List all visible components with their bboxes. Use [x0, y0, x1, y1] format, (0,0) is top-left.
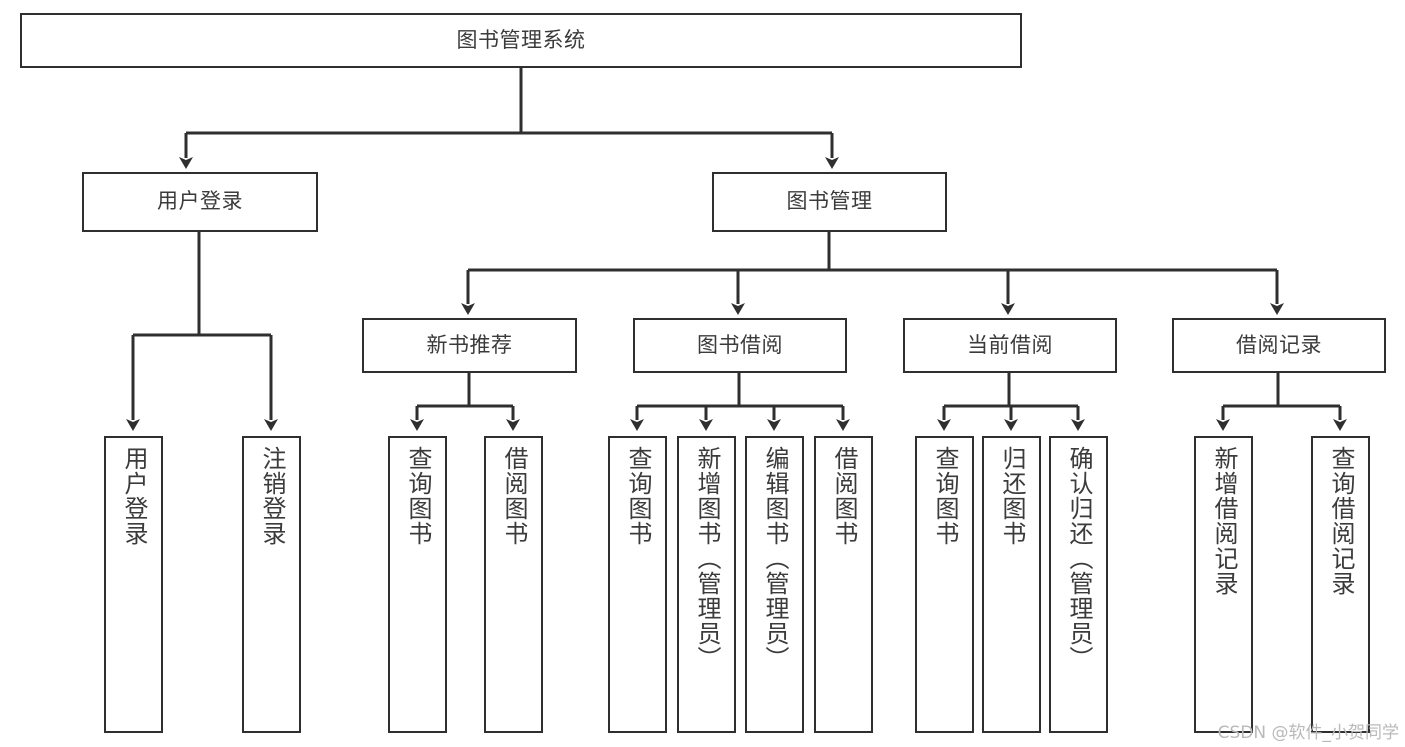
node-leaf-add-book-admin[interactable]: 新增图书（管理员） — [677, 436, 736, 733]
node-leaf-recommend-borrow-book[interactable]: 借阅图书 — [484, 436, 543, 733]
node-leaf-borrow-book-label: 借阅图书 — [829, 446, 858, 546]
node-leaf-return-book-label: 归还图书 — [997, 446, 1026, 546]
node-leaf-borrow-book[interactable]: 借阅图书 — [814, 436, 873, 733]
node-root[interactable]: 图书管理系统 — [20, 13, 1022, 68]
node-current-borrow[interactable]: 当前借阅 — [903, 318, 1117, 373]
node-leaf-borrow-query-book[interactable]: 查询图书 — [608, 436, 667, 733]
node-leaf-recommend-borrow-book-label: 借阅图书 — [499, 446, 528, 546]
node-leaf-confirm-return-admin-label: 确认归还（管理员） — [1064, 446, 1093, 671]
node-leaf-query-borrow-record[interactable]: 查询借阅记录 — [1311, 436, 1370, 733]
node-leaf-add-borrow-record[interactable]: 新增借阅记录 — [1194, 436, 1253, 733]
node-book-borrow-label: 图书借阅 — [697, 332, 783, 357]
node-leaf-return-book[interactable]: 归还图书 — [982, 436, 1041, 733]
node-book-management-label: 图书管理 — [786, 189, 873, 214]
node-leaf-confirm-return-admin[interactable]: 确认归还（管理员） — [1049, 436, 1108, 733]
node-leaf-current-query-book-label: 查询图书 — [930, 446, 959, 546]
node-new-book-recommend-label: 新书推荐 — [426, 332, 513, 357]
node-leaf-logout[interactable]: 注销登录 — [242, 436, 301, 733]
node-leaf-current-query-book[interactable]: 查询图书 — [915, 436, 974, 733]
node-leaf-user-login-label: 用户登录 — [119, 446, 148, 546]
node-leaf-borrow-query-book-label: 查询图书 — [623, 446, 652, 546]
node-leaf-add-borrow-record-label: 新增借阅记录 — [1209, 446, 1238, 596]
node-borrow-record[interactable]: 借阅记录 — [1172, 318, 1386, 373]
node-leaf-recommend-query-book[interactable]: 查询图书 — [388, 436, 447, 733]
node-new-book-recommend[interactable]: 新书推荐 — [362, 318, 577, 373]
node-user-login[interactable]: 用户登录 — [82, 172, 318, 232]
node-leaf-query-borrow-record-label: 查询借阅记录 — [1326, 446, 1355, 596]
node-borrow-record-label: 借阅记录 — [1236, 332, 1322, 357]
node-leaf-edit-book-admin[interactable]: 编辑图书（管理员） — [745, 436, 804, 733]
node-leaf-logout-label: 注销登录 — [257, 446, 286, 546]
node-current-borrow-label: 当前借阅 — [967, 332, 1053, 357]
node-leaf-user-login[interactable]: 用户登录 — [104, 436, 163, 733]
node-leaf-recommend-query-book-label: 查询图书 — [403, 446, 432, 546]
node-leaf-edit-book-admin-label: 编辑图书（管理员） — [760, 446, 789, 671]
node-leaf-add-book-admin-label: 新增图书（管理员） — [692, 446, 721, 671]
node-root-label: 图书管理系统 — [456, 27, 586, 52]
node-book-management[interactable]: 图书管理 — [712, 172, 947, 232]
node-user-login-label: 用户登录 — [157, 189, 243, 214]
node-book-borrow[interactable]: 图书借阅 — [633, 318, 847, 373]
